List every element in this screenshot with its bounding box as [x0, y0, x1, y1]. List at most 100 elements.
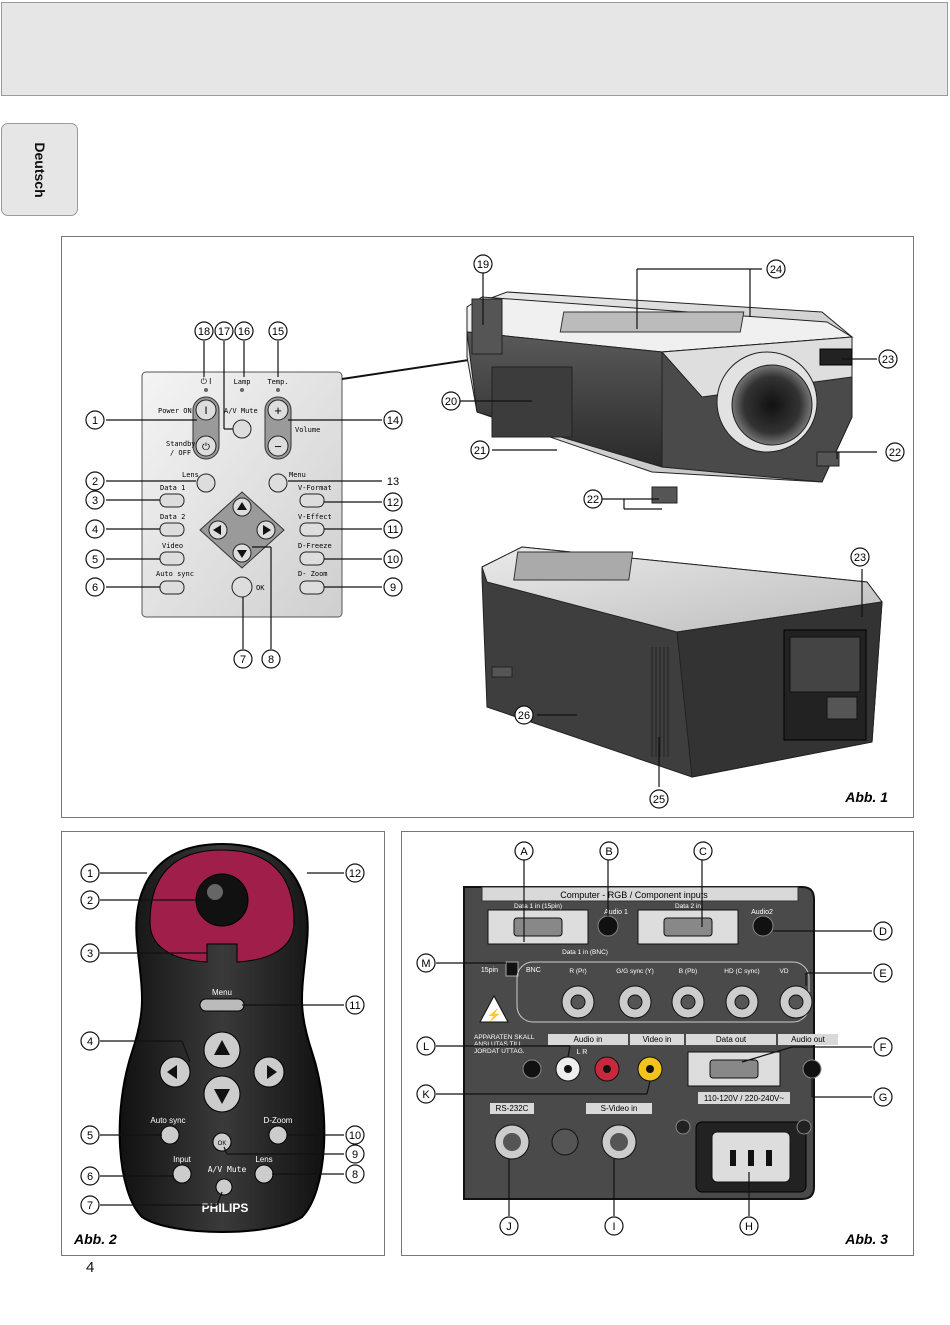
callout-23a: 23 [882, 354, 894, 366]
svg-text:−: − [274, 439, 282, 454]
data1-bnc-label: Data 1 in (BNC) [562, 949, 608, 956]
language-tab: Deutsch [1, 123, 78, 216]
callout-16: 16 [238, 326, 250, 338]
callout-25: 25 [653, 794, 665, 806]
figure-1-frame: ⏻ I Lamp Temp. I ⏻ Power ON Standby / OF… [61, 236, 914, 818]
callout-20: 20 [445, 396, 457, 408]
b-pb-label: B (Pb) [679, 968, 697, 975]
av-mute-label: A/V Mute [224, 407, 258, 415]
figure-2-label: Abb. 2 [73, 1231, 117, 1247]
d-freeze-label: D-Freeze [298, 542, 332, 550]
callout-9: 9 [352, 1149, 358, 1161]
callout-8: 8 [268, 654, 274, 666]
callout-d: D [879, 926, 887, 938]
voltage-label: 110-120V / 220-240V~ [704, 1094, 784, 1103]
callout-g: G [879, 1092, 888, 1104]
page-number: 4 [86, 1259, 95, 1276]
callout-3: 3 [92, 495, 98, 507]
r-pr-label: R (Pr) [569, 968, 586, 975]
figure-1-label: Abb. 1 [844, 789, 888, 805]
menu-label: Menu [212, 988, 232, 997]
ok-label: OK [218, 1141, 227, 1147]
warning-icon: ⚡ [487, 1008, 502, 1022]
language-tab-label: Deutsch [31, 141, 48, 198]
svg-text:⏻: ⏻ [202, 442, 210, 453]
callout-19: 19 [477, 259, 489, 271]
callout-e: E [879, 968, 886, 980]
callout-m: M [421, 958, 430, 970]
callout-8: 8 [352, 1169, 358, 1181]
callout-21: 21 [474, 445, 486, 457]
data1-15pin-label: Data 1 in (15pin) [514, 903, 562, 910]
audio1-label: Audio 1 [604, 909, 628, 916]
callout-12: 12 [349, 868, 361, 880]
callout-5: 5 [87, 1130, 93, 1142]
auto-sync-label: Auto sync [150, 1116, 185, 1125]
video-label: Video [162, 542, 183, 550]
figure-2-frame: Menu Auto sync D-Zoom OK Input Lens A/V … [61, 831, 385, 1256]
callout-12: 12 [387, 497, 399, 509]
callout-7: 7 [87, 1200, 93, 1212]
callout-c: C [699, 846, 707, 858]
off-label: / OFF [170, 449, 191, 457]
audio-in-label: Audio in [574, 1035, 603, 1044]
auto-sync-label: Auto sync [156, 570, 194, 578]
v-format-label: V-Format [298, 484, 332, 492]
d-zoom-label: D- Zoom [298, 570, 328, 578]
callout-6: 6 [92, 582, 98, 594]
d-zoom-label: D-Zoom [264, 1116, 293, 1125]
input-label: Input [173, 1155, 192, 1164]
ok-label: OK [256, 584, 265, 592]
callout-2: 2 [87, 895, 93, 907]
lens-label: Lens [182, 471, 199, 479]
hd-label: HD (C sync) [724, 968, 759, 975]
callout-f: F [880, 1042, 887, 1054]
menu-label: Menu [289, 471, 306, 479]
g-sync-label: G/G sync (Y) [616, 968, 654, 975]
callout-i: I [612, 1221, 615, 1233]
warning-line-2: ANSLUTAS TILL [474, 1041, 523, 1048]
video-in-label: Video in [643, 1035, 672, 1044]
vd-label: VD [779, 968, 788, 975]
callout-4: 4 [87, 1036, 93, 1048]
callout-3: 3 [87, 948, 93, 960]
figure-3-illustration: Computer - RGB / Component inputs Data 1… [416, 841, 893, 1247]
data1-label: Data 1 [160, 484, 185, 492]
figure-3-frame: Computer - RGB / Component inputs Data 1… [401, 831, 914, 1256]
callout-11: 11 [387, 524, 398, 536]
callout-j: J [506, 1221, 512, 1233]
callout-l: L [423, 1041, 429, 1053]
callout-22a: 22 [587, 494, 599, 506]
callout-23b: 23 [854, 552, 866, 564]
figure-2-illustration: Menu Auto sync D-Zoom OK Input Lens A/V … [73, 842, 365, 1247]
callout-4: 4 [92, 524, 98, 536]
warning-line-3: JORDAT UTTAG. [474, 1048, 525, 1055]
callout-14: 14 [387, 415, 399, 427]
lens-label: Lens [255, 1155, 272, 1164]
callout-2: 2 [92, 476, 98, 488]
callout-26: 26 [518, 710, 530, 722]
standby-label: Standby [166, 440, 196, 448]
svideo-in-label: S-Video in [601, 1104, 638, 1113]
callout-9: 9 [390, 582, 396, 594]
svg-text:+: + [274, 403, 282, 418]
audio2-label: Audio2 [751, 909, 773, 916]
rs232c-label: RS-232C [496, 1104, 529, 1113]
callout-22b: 22 [889, 447, 901, 459]
bnc-label: BNC [526, 967, 541, 974]
callout-15: 15 [272, 326, 284, 338]
lr-label: L R [577, 1049, 588, 1056]
data2-in-label: Data 2 in [675, 903, 701, 910]
callout-1: 1 [92, 415, 98, 427]
data-out-label: Data out [716, 1035, 747, 1044]
svg-text:I: I [204, 405, 207, 417]
volume-label: Volume [295, 426, 320, 434]
callout-13: 13 [387, 476, 399, 488]
callout-5: 5 [92, 554, 98, 566]
av-mute-label: A/V Mute [208, 1165, 247, 1174]
callout-1: 1 [87, 868, 93, 880]
callout-10: 10 [349, 1130, 361, 1142]
callout-7: 7 [240, 654, 246, 666]
callout-17: 17 [218, 326, 230, 338]
figure-1-illustration: ⏻ I Lamp Temp. I ⏻ Power ON Standby / OF… [85, 254, 905, 809]
